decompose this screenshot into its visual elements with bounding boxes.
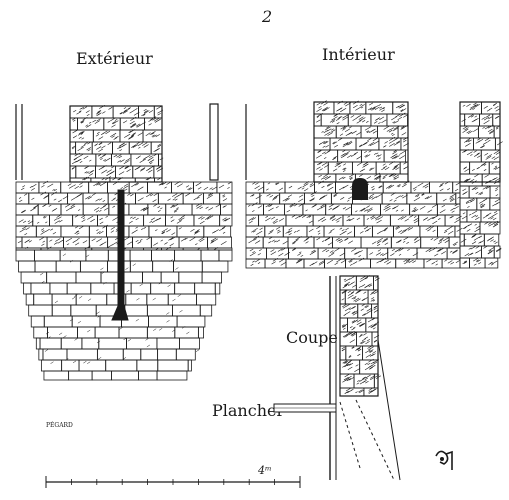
scale-bar — [45, 476, 301, 488]
interior-merlon — [313, 100, 409, 183]
exterior-label: Extérieur — [76, 49, 153, 68]
monogram-mark — [435, 450, 453, 470]
engraver-signature: PÉGARD — [46, 421, 73, 429]
figure-number: 2 — [261, 7, 272, 26]
section-label: Coupe — [286, 328, 338, 347]
interior-label: Intérieur — [322, 45, 395, 64]
interior-loophole-niche — [352, 178, 368, 200]
exterior-arrow-slit — [111, 189, 129, 321]
exterior-elevation — [15, 103, 233, 381]
scale-label: 4ᵐ — [257, 464, 272, 477]
interior-elevation — [245, 100, 503, 269]
floor-label: Plancher — [212, 401, 284, 420]
section-battlement-blocks — [339, 275, 382, 397]
exterior-right-merlon-edge — [209, 103, 219, 181]
interior-right-merlon — [459, 101, 503, 269]
section-coupe — [273, 275, 401, 481]
exterior-merlon — [69, 104, 164, 183]
